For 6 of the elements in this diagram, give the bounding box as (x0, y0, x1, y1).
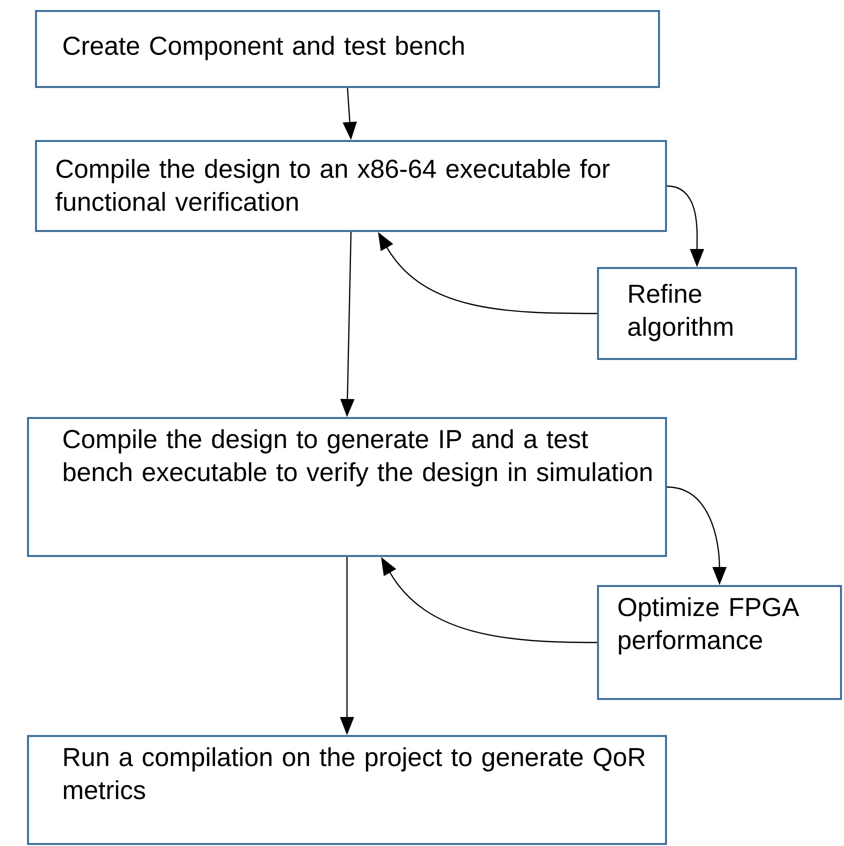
process-box: Create Component and test bench (35, 10, 660, 88)
process-box: Optimize FPGA performance (597, 585, 842, 700)
process-box: Refine algorithm (597, 267, 797, 360)
process-box: Run a compilation on the project to generate QoR metrics (27, 735, 667, 845)
process-box: Compile the design to generate IP and a test bench executable to verify the design in simulation (27, 417, 667, 557)
process-box: Compile the design to an x86-64 executable for functional verification (35, 140, 667, 232)
